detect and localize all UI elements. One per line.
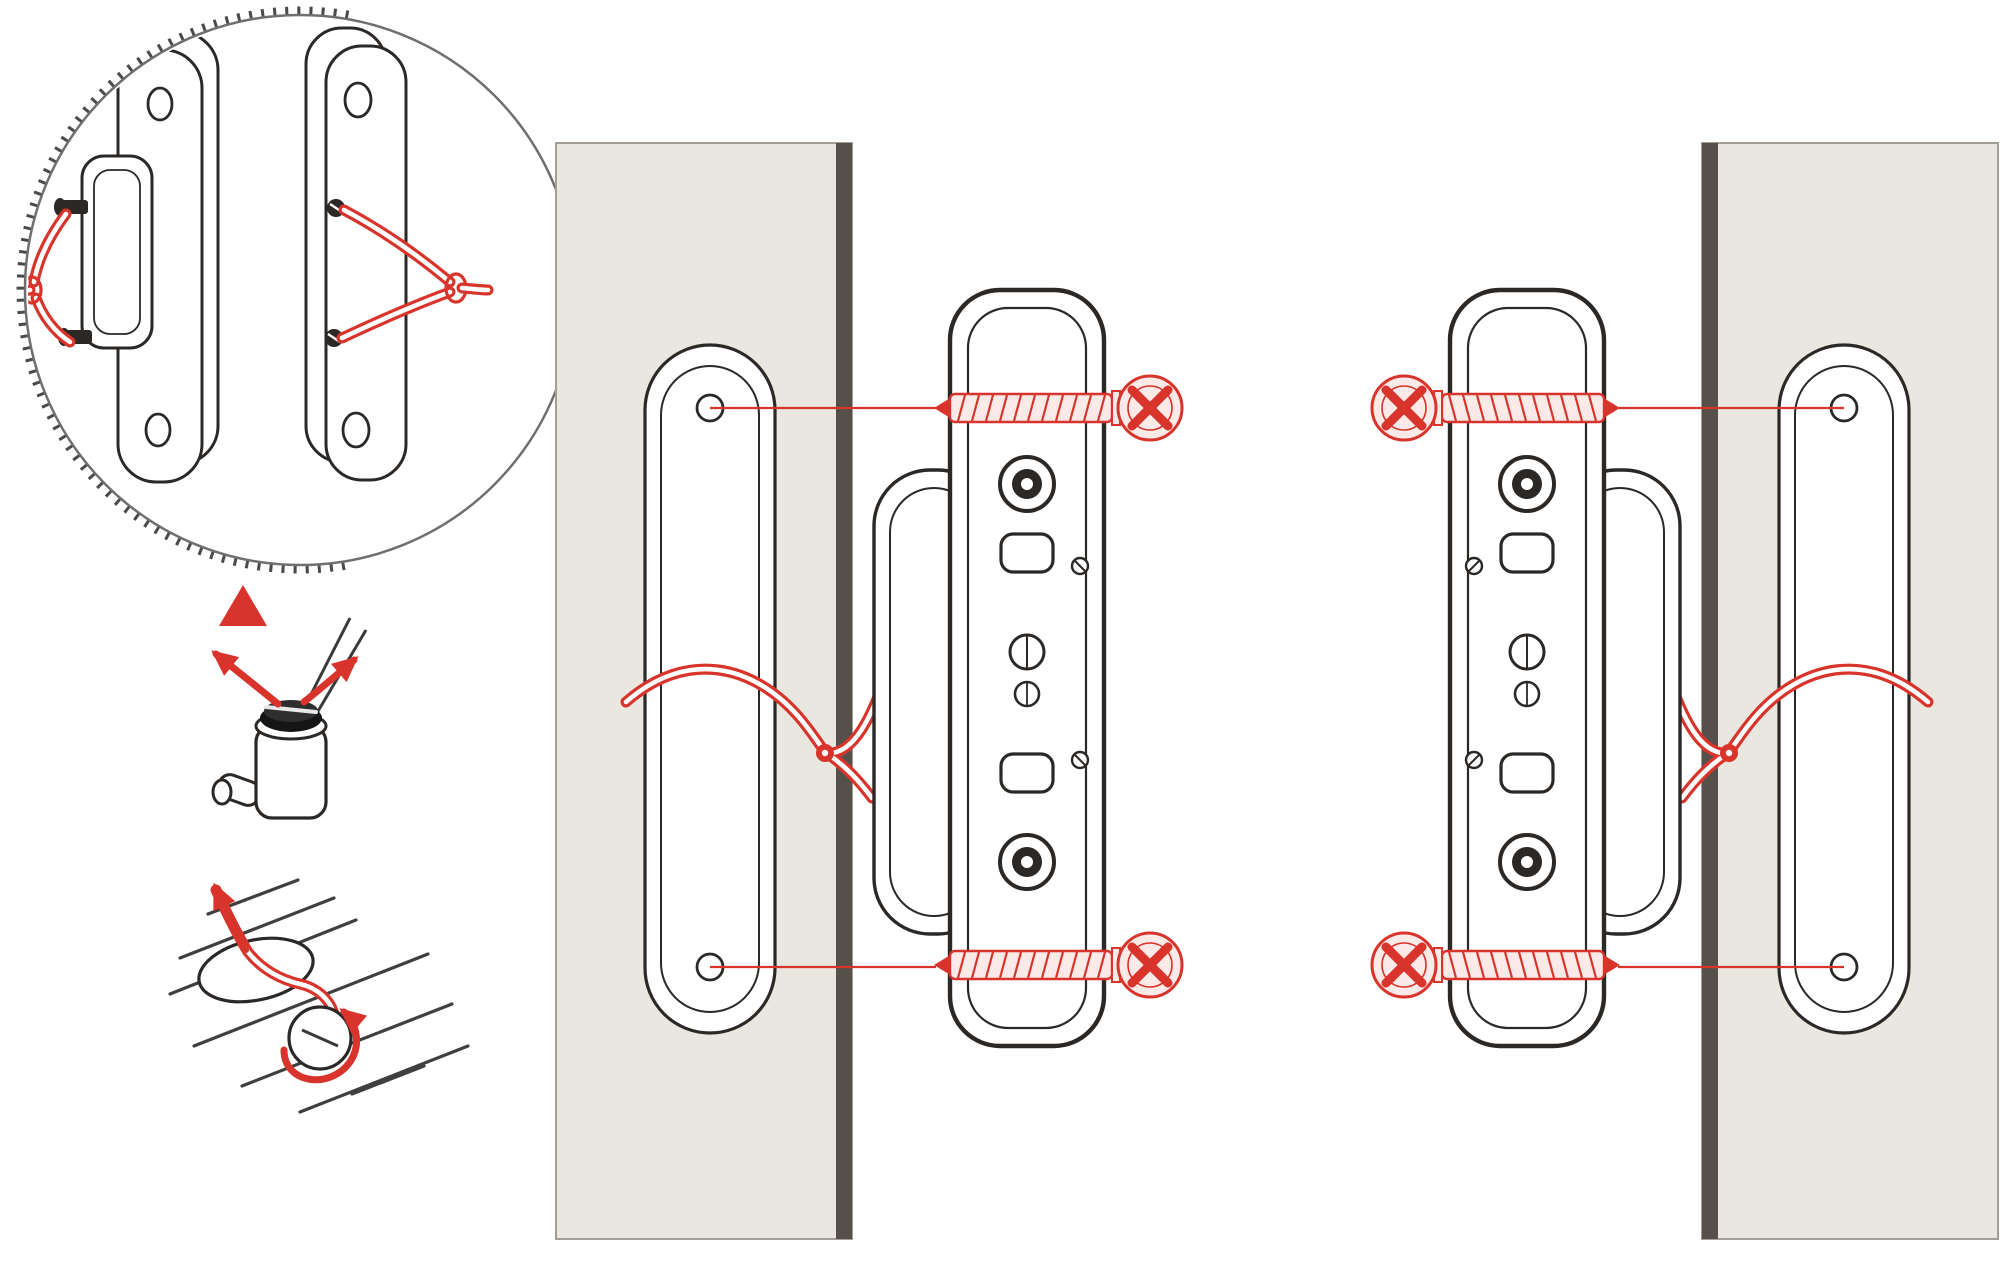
wrap-direction-arrow (280, 1008, 368, 1084)
wire-loop (197, 936, 315, 1004)
wrap-direction-arrow (300, 656, 359, 706)
plate-hole (144, 412, 172, 448)
terminal-post (211, 700, 328, 820)
screw-slot (301, 1028, 339, 1048)
screw-slot (264, 705, 318, 714)
up-arrow-icon (219, 585, 267, 626)
wire-wrap-detail (168, 878, 470, 1114)
terminal-block (80, 154, 154, 350)
lead-wires (300, 617, 368, 719)
wire-terminal-detail (211, 617, 368, 820)
terminal-wires (28, 208, 76, 348)
wrap-direction-arrow (211, 650, 282, 708)
right-installation-view (1372, 143, 1998, 1239)
left-installation-view (556, 143, 1182, 1239)
door-plate-detail (28, 30, 220, 484)
terminal-wires (336, 204, 494, 344)
plate-hole (343, 81, 373, 119)
wire-connector-ring (28, 275, 43, 305)
jamb-plate-detail (304, 26, 494, 482)
magnified-detail-view (16, 6, 577, 574)
plate-hole (146, 86, 174, 122)
pull-direction-arrow (213, 882, 249, 953)
plate-hole (341, 411, 371, 449)
